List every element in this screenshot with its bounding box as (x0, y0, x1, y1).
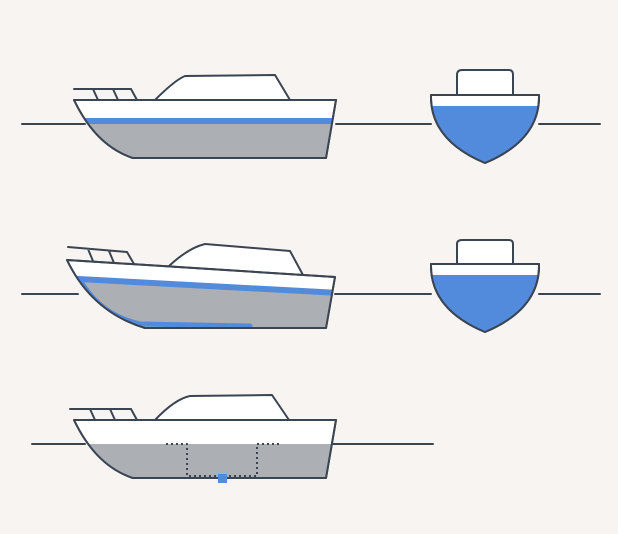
cabin (456, 239, 514, 265)
hull-outline (73, 419, 337, 479)
hull-outline (66, 259, 336, 329)
water-fill (430, 275, 540, 332)
water-band (67, 275, 335, 296)
water-fill (430, 106, 540, 163)
rear-railing (67, 246, 135, 265)
boat-bow-down-side-view (21, 243, 421, 329)
rear-railing (69, 408, 138, 421)
boat-level-bow-view (419, 69, 601, 164)
water-band (74, 118, 336, 124)
boat-bow-down-bow-view (419, 239, 601, 333)
drain-marker (218, 474, 227, 483)
hull-outline (429, 94, 541, 164)
cabin (167, 243, 304, 276)
hull-outline (429, 263, 541, 333)
cabin (154, 74, 291, 101)
hull-outline (73, 99, 337, 159)
boat-level-side-view (21, 74, 421, 159)
boat-compartments-side-view (31, 394, 434, 483)
cabin (154, 394, 290, 421)
cabin (456, 69, 514, 96)
rear-railing (73, 88, 138, 101)
